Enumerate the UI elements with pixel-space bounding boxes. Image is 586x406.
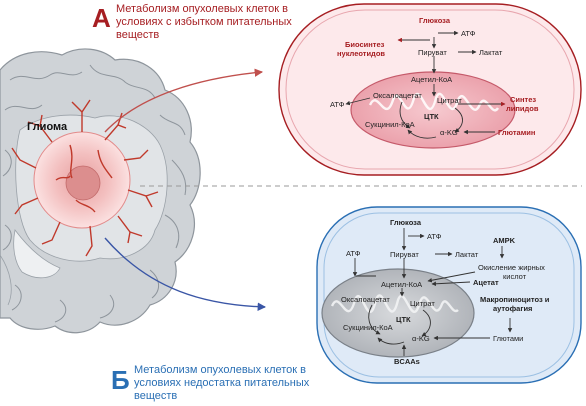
panel-b-labels: Глюкоза АТФ АТФ Пируват Лактат AMPK Окис… — [341, 218, 550, 366]
panel-a-title-line2: условиях с избытком питательных — [116, 16, 292, 28]
b-glutamine: Глютами — [493, 334, 523, 343]
panel-a-cell — [278, 3, 582, 176]
brain-gyri — [2, 64, 187, 323]
a-glucose: Глюкоза — [419, 16, 451, 25]
b-succinyl: Сукцинил-КоА — [343, 323, 393, 332]
panel-a-pathways — [345, 30, 506, 139]
brain-illustration: Глиома — [0, 48, 201, 334]
a-atp-left: АТФ — [330, 100, 345, 109]
panel-b-title: Метаболизм опухолевых клеток в условиях … — [134, 364, 344, 403]
b-macro-1: Макропиноцитоз и — [480, 295, 550, 304]
b-pyruvate: Пируват — [390, 250, 419, 259]
b-akg: α-KG — [412, 334, 430, 343]
arrow-to-panel-a — [104, 68, 264, 133]
b-atp-left: АТФ — [346, 249, 361, 258]
b-atp-top: АТФ — [427, 232, 442, 241]
a-akg: α-KG — [440, 128, 458, 137]
b-lactate: Лактат — [455, 250, 479, 259]
a-lipid-1: Синтез — [510, 95, 536, 104]
panel-b-letter: Б — [111, 365, 130, 395]
panel-a-title-line1: Метаболизм опухолевых клеток в — [116, 3, 288, 15]
b-oxaloacetate: Оксалоацетат — [341, 295, 390, 304]
a-nucleotide-1: Биосинтез — [345, 40, 385, 49]
panel-b-cell — [316, 206, 582, 384]
a-succinyl: Сукцинил-КоА — [365, 120, 415, 129]
glioma-label: Глиома — [27, 121, 68, 133]
a-oxaloacetate: Оксалоацетат — [373, 91, 422, 100]
panel-a-title-line3: веществ — [116, 29, 160, 41]
a-nucleotide-2: нуклеотидов — [337, 49, 385, 58]
b-fa-2: кислот — [503, 272, 527, 281]
panel-b-pathways — [352, 228, 513, 356]
panel-a-title: Метаболизм опухолевых клеток в условиях … — [116, 3, 316, 42]
b-citrate: Цитрат — [410, 299, 435, 308]
b-fa-1: Окисление жирных — [478, 263, 545, 272]
panel-b-mitochondrion — [321, 268, 475, 358]
b-ampk: AMPK — [493, 236, 516, 245]
a-tca: ЦТК — [424, 112, 439, 121]
a-pyruvate: Пируват — [418, 48, 447, 57]
a-citrate: Цитрат — [437, 96, 462, 105]
b-macro-2: аутофагия — [493, 304, 532, 313]
glioma-tumor-core — [65, 165, 101, 201]
b-bcaas: BCAAs — [394, 357, 420, 366]
b-acetyl-coa: Ацетил-КоА — [381, 280, 422, 289]
panel-b-title-line1: Метаболизм опухолевых клеток в — [134, 364, 306, 376]
b-tca: ЦТК — [396, 315, 411, 324]
panel-b-title-line3: веществ — [134, 390, 178, 402]
panel-b-title-line2: условиях недостатка питательных — [134, 377, 310, 389]
a-lipid-2: липидов — [506, 104, 539, 113]
b-acetate: Ацетат — [473, 278, 499, 287]
panel-a-labels: Глюкоза АТФ Биосинтез нуклеотидов Пирува… — [330, 16, 539, 137]
a-acetyl-coa: Ацетил-КоА — [411, 75, 452, 84]
b-glucose: Глюкоза — [390, 218, 422, 227]
a-atp-top: АТФ — [461, 29, 476, 38]
arrow-to-panel-b — [104, 237, 267, 311]
a-glutamine: Глютамин — [498, 128, 535, 137]
a-lactate: Лактат — [479, 48, 503, 57]
panel-a-letter: А — [92, 3, 111, 33]
tumor-vessels — [11, 99, 159, 257]
